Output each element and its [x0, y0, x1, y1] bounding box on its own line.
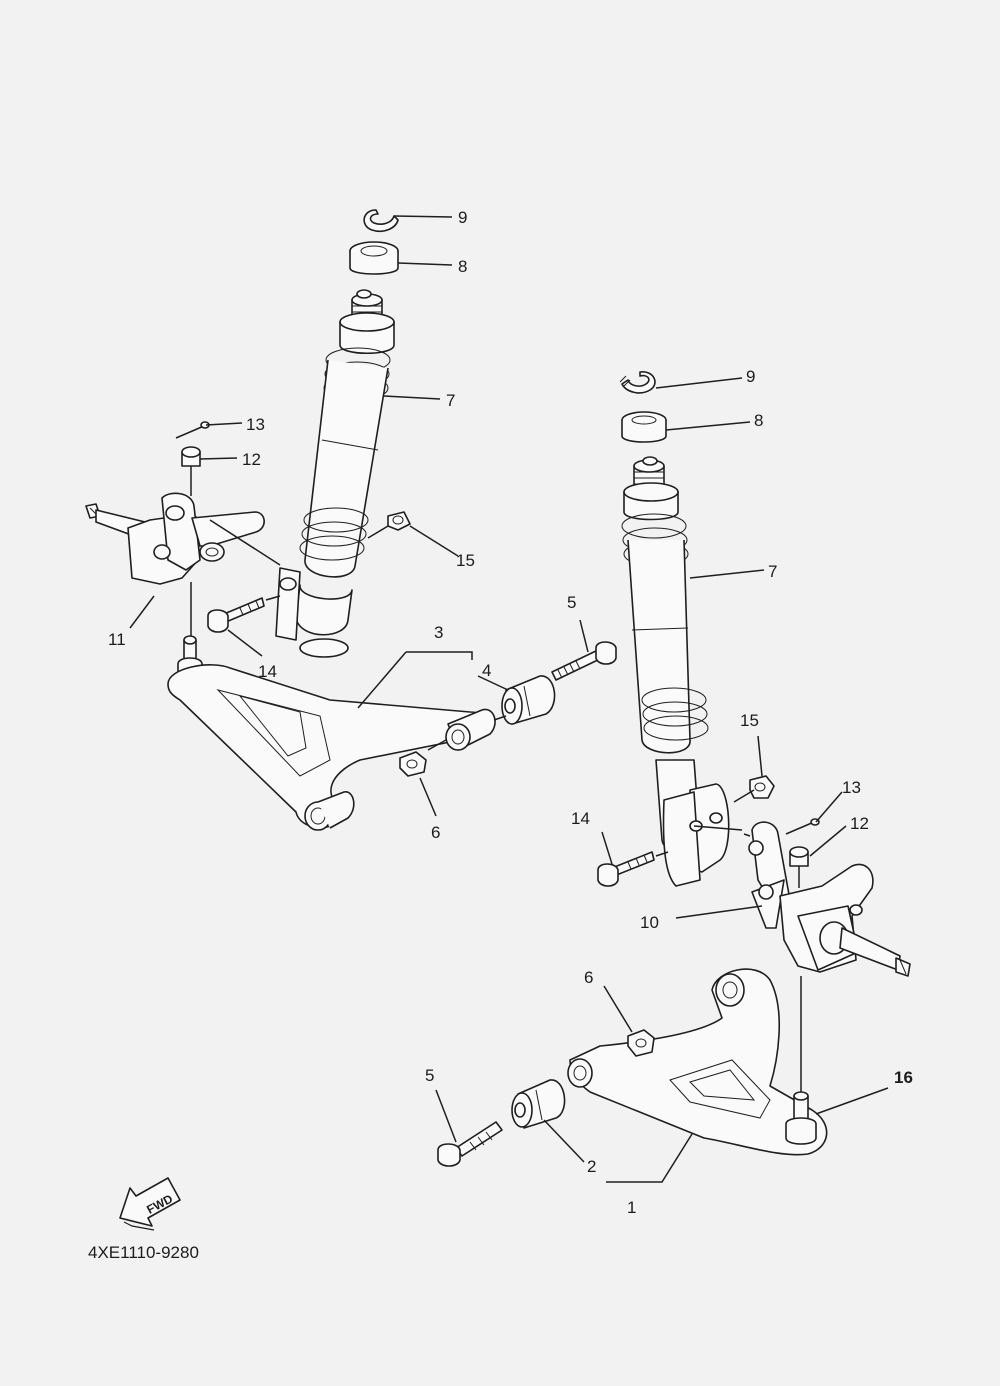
- left-nut-6: [399, 751, 427, 777]
- callout-13-right: 13: [842, 778, 861, 797]
- callout-5-lower: 5: [425, 1066, 434, 1085]
- callout-8-right: 8: [754, 411, 763, 430]
- callout-14-left: 14: [258, 662, 277, 681]
- callout-16: 16: [894, 1068, 913, 1087]
- callout-15-right: 15: [740, 711, 759, 730]
- right-lower-arm: [567, 968, 828, 1156]
- left-steering-knuckle: [85, 492, 265, 585]
- callout-3: 3: [434, 623, 443, 642]
- left-shock-absorber: [275, 209, 399, 658]
- left-bolt-14: [207, 597, 265, 633]
- callout-4: 4: [482, 661, 491, 680]
- callout-13-left: 13: [246, 415, 265, 434]
- right-shock-absorber: [619, 371, 730, 887]
- left-cotter-pin: [175, 421, 210, 439]
- right-castle-nut: [789, 846, 809, 867]
- upper-bolt-5: [551, 641, 617, 681]
- callout-12-right: 12: [850, 814, 869, 833]
- callout-8-left: 8: [458, 257, 467, 276]
- callout-5-upper: 5: [567, 593, 576, 612]
- right-nut-6: [627, 1029, 655, 1057]
- right-steering-knuckle: [748, 821, 911, 977]
- leader-lines: [129, 215, 889, 1183]
- lower-bolt-5: [437, 1121, 503, 1167]
- callout-7-left: 7: [446, 391, 455, 410]
- left-nut-15: [387, 511, 411, 531]
- right-cotter-pin: [785, 818, 820, 835]
- left-lower-arm: [167, 635, 496, 831]
- diagram-code: 4XE1110-9280: [88, 1243, 199, 1262]
- callout-6-right: 6: [584, 968, 593, 987]
- callout-1: 1: [627, 1198, 636, 1217]
- right-bushing-2: [511, 1079, 566, 1129]
- callout-7-right: 7: [768, 562, 777, 581]
- fwd-arrow-icon: FWD: [119, 1177, 181, 1231]
- callout-9-left: 9: [458, 208, 467, 227]
- right-nut-15: [749, 775, 775, 799]
- callout-10: 10: [640, 913, 659, 932]
- callout-15-left: 15: [456, 551, 475, 570]
- callout-2: 2: [587, 1157, 596, 1176]
- callout-labels: 9 8 7 13 12 15 11 14 3 4 5 6 9 8 7 15 13…: [108, 208, 913, 1217]
- right-bolt-14: [597, 851, 655, 887]
- callout-6-left: 6: [431, 823, 440, 842]
- left-bushing-4: [501, 675, 556, 725]
- callout-11: 11: [108, 630, 126, 649]
- callout-12-left: 12: [242, 450, 261, 469]
- left-castle-nut: [181, 446, 201, 467]
- callout-14-right: 14: [571, 809, 590, 828]
- callout-9-right: 9: [746, 367, 755, 386]
